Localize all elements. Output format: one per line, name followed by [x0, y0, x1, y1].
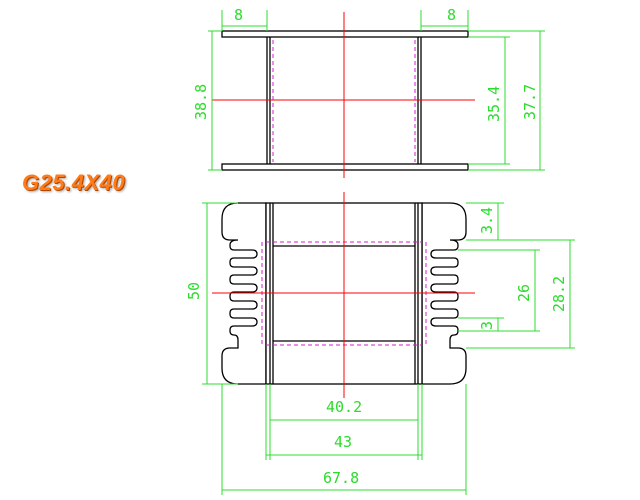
dim-tab-gap-top: 3.4	[478, 207, 496, 234]
front-view	[202, 192, 575, 495]
dim-slot-width: 3	[478, 321, 496, 330]
dim-inner-width: 40.2	[326, 398, 362, 416]
dim-overall-height-top: 37.7	[521, 84, 539, 120]
top-view	[208, 10, 545, 178]
dim-flange-left: 8	[234, 6, 243, 24]
dim-flange-outer-height: 38.8	[192, 84, 210, 120]
top-flange-lower	[221, 163, 469, 171]
dim-slot-span-outer: 28.2	[550, 276, 568, 312]
top-flange-upper	[221, 30, 469, 38]
dim-flange-right: 8	[447, 6, 456, 24]
model-label: G25.4X40	[22, 170, 126, 195]
dim-flange-span: 43	[334, 433, 352, 451]
dim-overall-width: 67.8	[323, 469, 359, 487]
dim-slot-span: 26	[515, 284, 533, 302]
dim-bottom-height: 50	[185, 282, 203, 300]
dim-window-height: 35.4	[485, 86, 503, 122]
